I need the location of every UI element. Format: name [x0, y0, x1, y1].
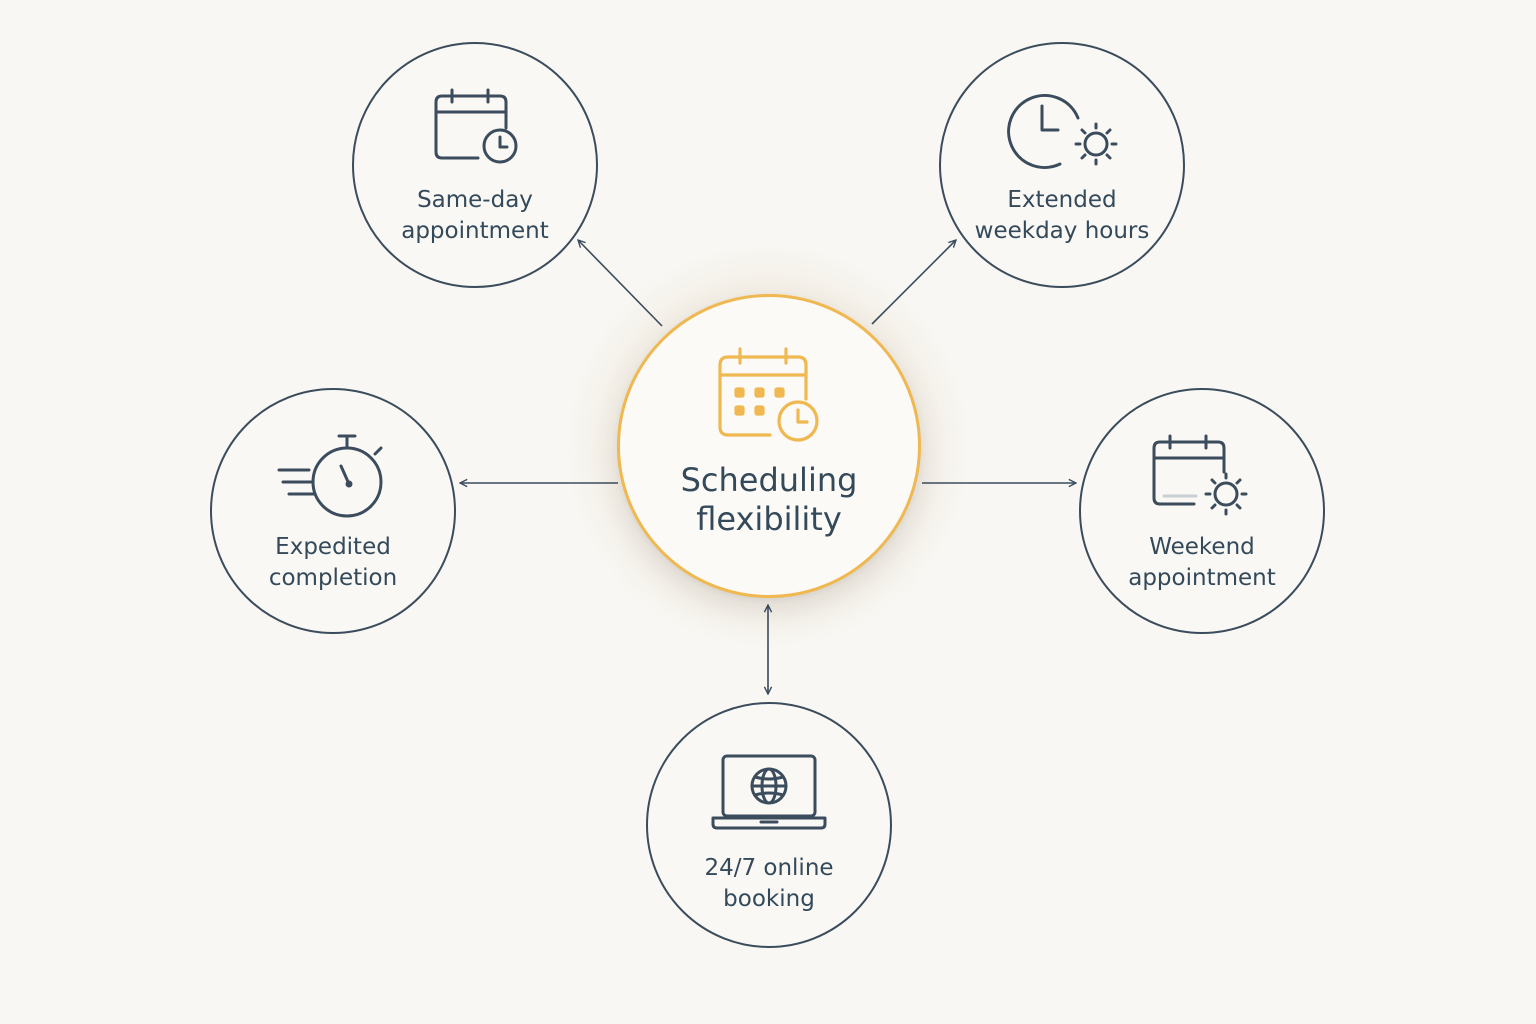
label-line-2: completion [268, 565, 398, 591]
center-title-line-2: flexibility [696, 500, 842, 538]
calendar-clock-icon [620, 343, 918, 443]
label-line-1: Extended [1007, 187, 1117, 213]
node-label: Same-day appointment [354, 185, 596, 247]
clock-sun-icon [941, 88, 1183, 172]
label-line-2: booking [723, 886, 815, 912]
label-line-1: Weekend [1149, 534, 1255, 560]
laptop-globe-icon [648, 752, 890, 832]
node-weekend-appointment: Weekend appointment [1079, 388, 1325, 634]
stopwatch-speed-icon [212, 432, 454, 522]
label-line-2: weekday hours [974, 218, 1150, 244]
node-extended-weekday-hours: Extended weekday hours [939, 42, 1185, 288]
label-line-1: 24/7 online [704, 855, 834, 881]
calendar-clock-icon [354, 86, 596, 166]
center-title-line-1: Scheduling [680, 461, 858, 499]
label-line-1: Expedited [275, 534, 391, 560]
calendar-sun-icon [1081, 432, 1323, 518]
arrow-to-extended-hours [872, 240, 956, 324]
arrow-to-same-day [578, 240, 662, 326]
center-node-scheduling-flexibility: Scheduling flexibility [617, 294, 921, 598]
node-label: Extended weekday hours [941, 185, 1183, 247]
node-expedited-completion: Expedited completion [210, 388, 456, 634]
label-line-1: Same-day [417, 187, 533, 213]
node-online-booking: 24/7 online booking [646, 702, 892, 948]
node-label: Expedited completion [212, 532, 454, 594]
node-same-day-appointment: Same-day appointment [352, 42, 598, 288]
node-label: Weekend appointment [1081, 532, 1323, 594]
label-line-2: appointment [401, 218, 549, 244]
node-label: 24/7 online booking [648, 853, 890, 915]
label-line-2: appointment [1128, 565, 1276, 591]
center-title: Scheduling flexibility [620, 461, 918, 539]
